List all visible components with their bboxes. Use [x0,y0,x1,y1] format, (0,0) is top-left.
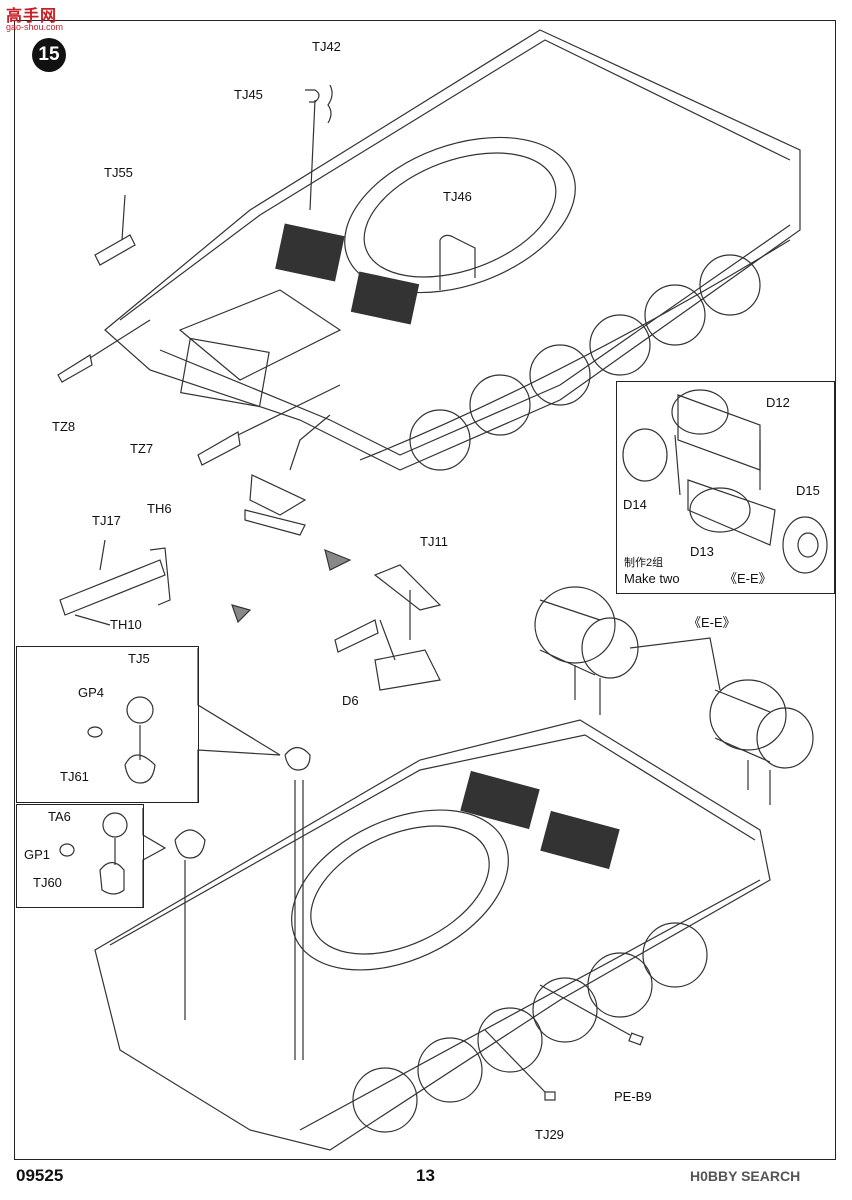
part-ta6-gp1-tj60 [59,812,128,895]
label-d13: D13 [690,544,714,559]
part-tj46 [439,234,476,290]
part-tj29 [484,1029,556,1101]
drum-detail-inset [616,381,835,594]
label-d6: D6 [342,693,359,708]
part-tow-loop-side [174,829,206,1020]
hatch-marker-2 [231,604,252,624]
lower-tank-hull [94,719,771,1151]
label-pe-b9: PE-B9 [614,1089,652,1104]
lower-tank-grille-left [460,770,540,830]
label-tj29: TJ29 [535,1127,564,1142]
label-tj42: TJ42 [312,39,341,54]
part-tj45 [305,89,320,211]
upper-tank-grille-right [350,271,420,325]
part-tj5-gp4-tj61 [87,696,156,784]
label-d15: D15 [796,483,820,498]
page-number: 13 [416,1166,435,1185]
page-frame [14,20,836,1160]
label-ee-main: 《E-E》 [688,615,736,630]
label-tj46: TJ46 [443,189,472,204]
label-tj17: TJ17 [92,513,121,528]
label-ee-section: 《E-E》 [724,571,772,586]
label-tj45: TJ45 [234,87,263,102]
watermark-logo: 高手网 [6,8,58,25]
part-tow-loop-front [284,746,311,1060]
lower-drum-2 [709,679,814,805]
part-pe-b9 [539,984,644,1046]
watermark-hobbysearch: H0BBY SEARCH [690,1168,801,1184]
part-tj42 [327,84,333,124]
hatch-marker-1 [324,549,352,571]
step-number-badge: 15 [32,38,66,72]
label-make-two-cn: 制作2组 [624,557,664,569]
drum-exploded-view [622,389,828,574]
kit-code: 09525 [16,1166,64,1185]
ta6-inset-pointer [142,808,167,908]
upper-tank-grille-left [275,223,345,282]
lower-drum-1 [534,586,639,715]
label-gp1: GP1 [24,847,51,862]
label-d14: D14 [623,497,647,512]
label-tj60: TJ60 [33,875,62,890]
part-tj11-d6 [334,564,442,691]
label-tz7: TZ7 [130,441,154,456]
label-th10: TH10 [110,617,142,632]
label-th6: TH6 [147,501,172,516]
upper-tank-roadwheels [359,239,791,471]
label-tj55: TJ55 [104,165,133,180]
part-tz7 [197,384,341,466]
label-tz8: TZ8 [52,419,76,434]
lower-tank-grille-right [540,810,620,870]
label-tj5: TJ5 [128,651,150,666]
tj5-inset-pointer [197,648,281,803]
lower-tank-roadwheels [352,922,708,1133]
tj5-detail-inset [16,646,199,803]
label-ta6: TA6 [48,809,71,824]
label-make-two-en: Make two [624,571,680,586]
part-tz8 [57,319,151,383]
watermark-url: gao-shou.com [6,22,64,32]
part-tow-bracket [244,414,331,536]
ee-leader-lines [629,637,721,691]
ta6-detail-inset [16,804,144,908]
label-gp4: GP4 [78,685,105,700]
part-tj55 [94,194,136,266]
upper-tank-hull [104,29,801,471]
label-d12: D12 [766,395,790,410]
part-tj17-th6-th10 [59,539,171,626]
label-tj61: TJ61 [60,769,89,784]
label-tj11: TJ11 [420,534,448,549]
